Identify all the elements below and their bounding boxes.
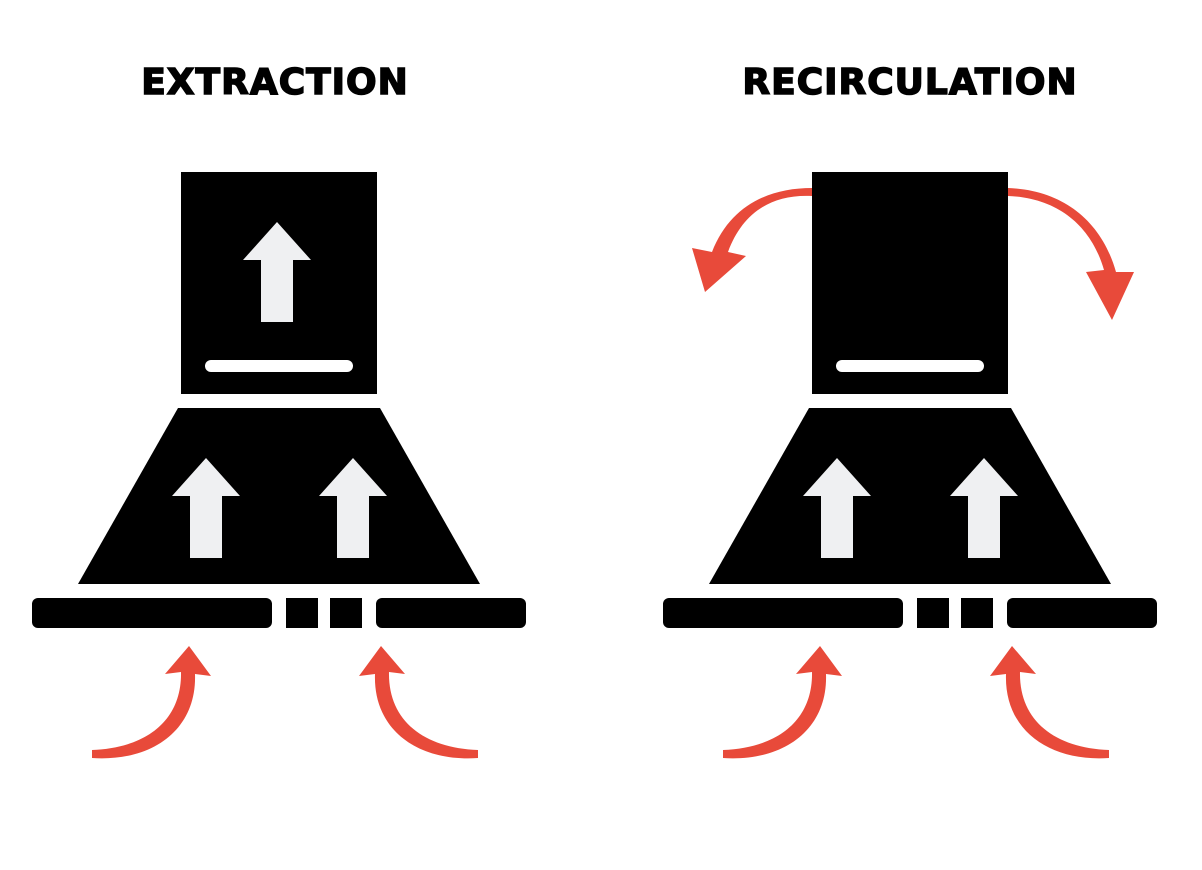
extraction-title: EXTRACTION — [140, 61, 409, 104]
recirculation-intake-arrows — [723, 646, 1109, 759]
hood-base-right — [1007, 598, 1157, 628]
curved-arrow-icon — [92, 646, 211, 759]
curved-arrow-icon — [723, 646, 842, 759]
hood-base-vent — [917, 598, 949, 628]
curved-arrow-icon — [1008, 188, 1134, 320]
chimney — [812, 172, 1008, 394]
curved-arrow-icon — [359, 646, 478, 759]
recirculation-hood — [663, 172, 1157, 628]
hood-base-vent — [330, 598, 362, 628]
hood-base-left — [663, 598, 903, 628]
chimney-filter-slot — [205, 360, 353, 372]
hood-base-vent — [286, 598, 318, 628]
extraction-intake-arrows — [92, 646, 478, 759]
curved-arrow-icon — [692, 188, 812, 292]
recirculation-exhaust-arrows — [692, 188, 1134, 320]
extraction-hood — [32, 172, 526, 628]
hood-base-right — [376, 598, 526, 628]
hood-base-vent — [961, 598, 993, 628]
hood-base-left — [32, 598, 272, 628]
hood-canopy — [78, 408, 480, 584]
curved-arrow-icon — [990, 646, 1109, 759]
chimney-filter-slot — [836, 360, 984, 372]
recirculation-title: RECIRCULATION — [742, 61, 1078, 104]
hood-canopy — [709, 408, 1111, 584]
